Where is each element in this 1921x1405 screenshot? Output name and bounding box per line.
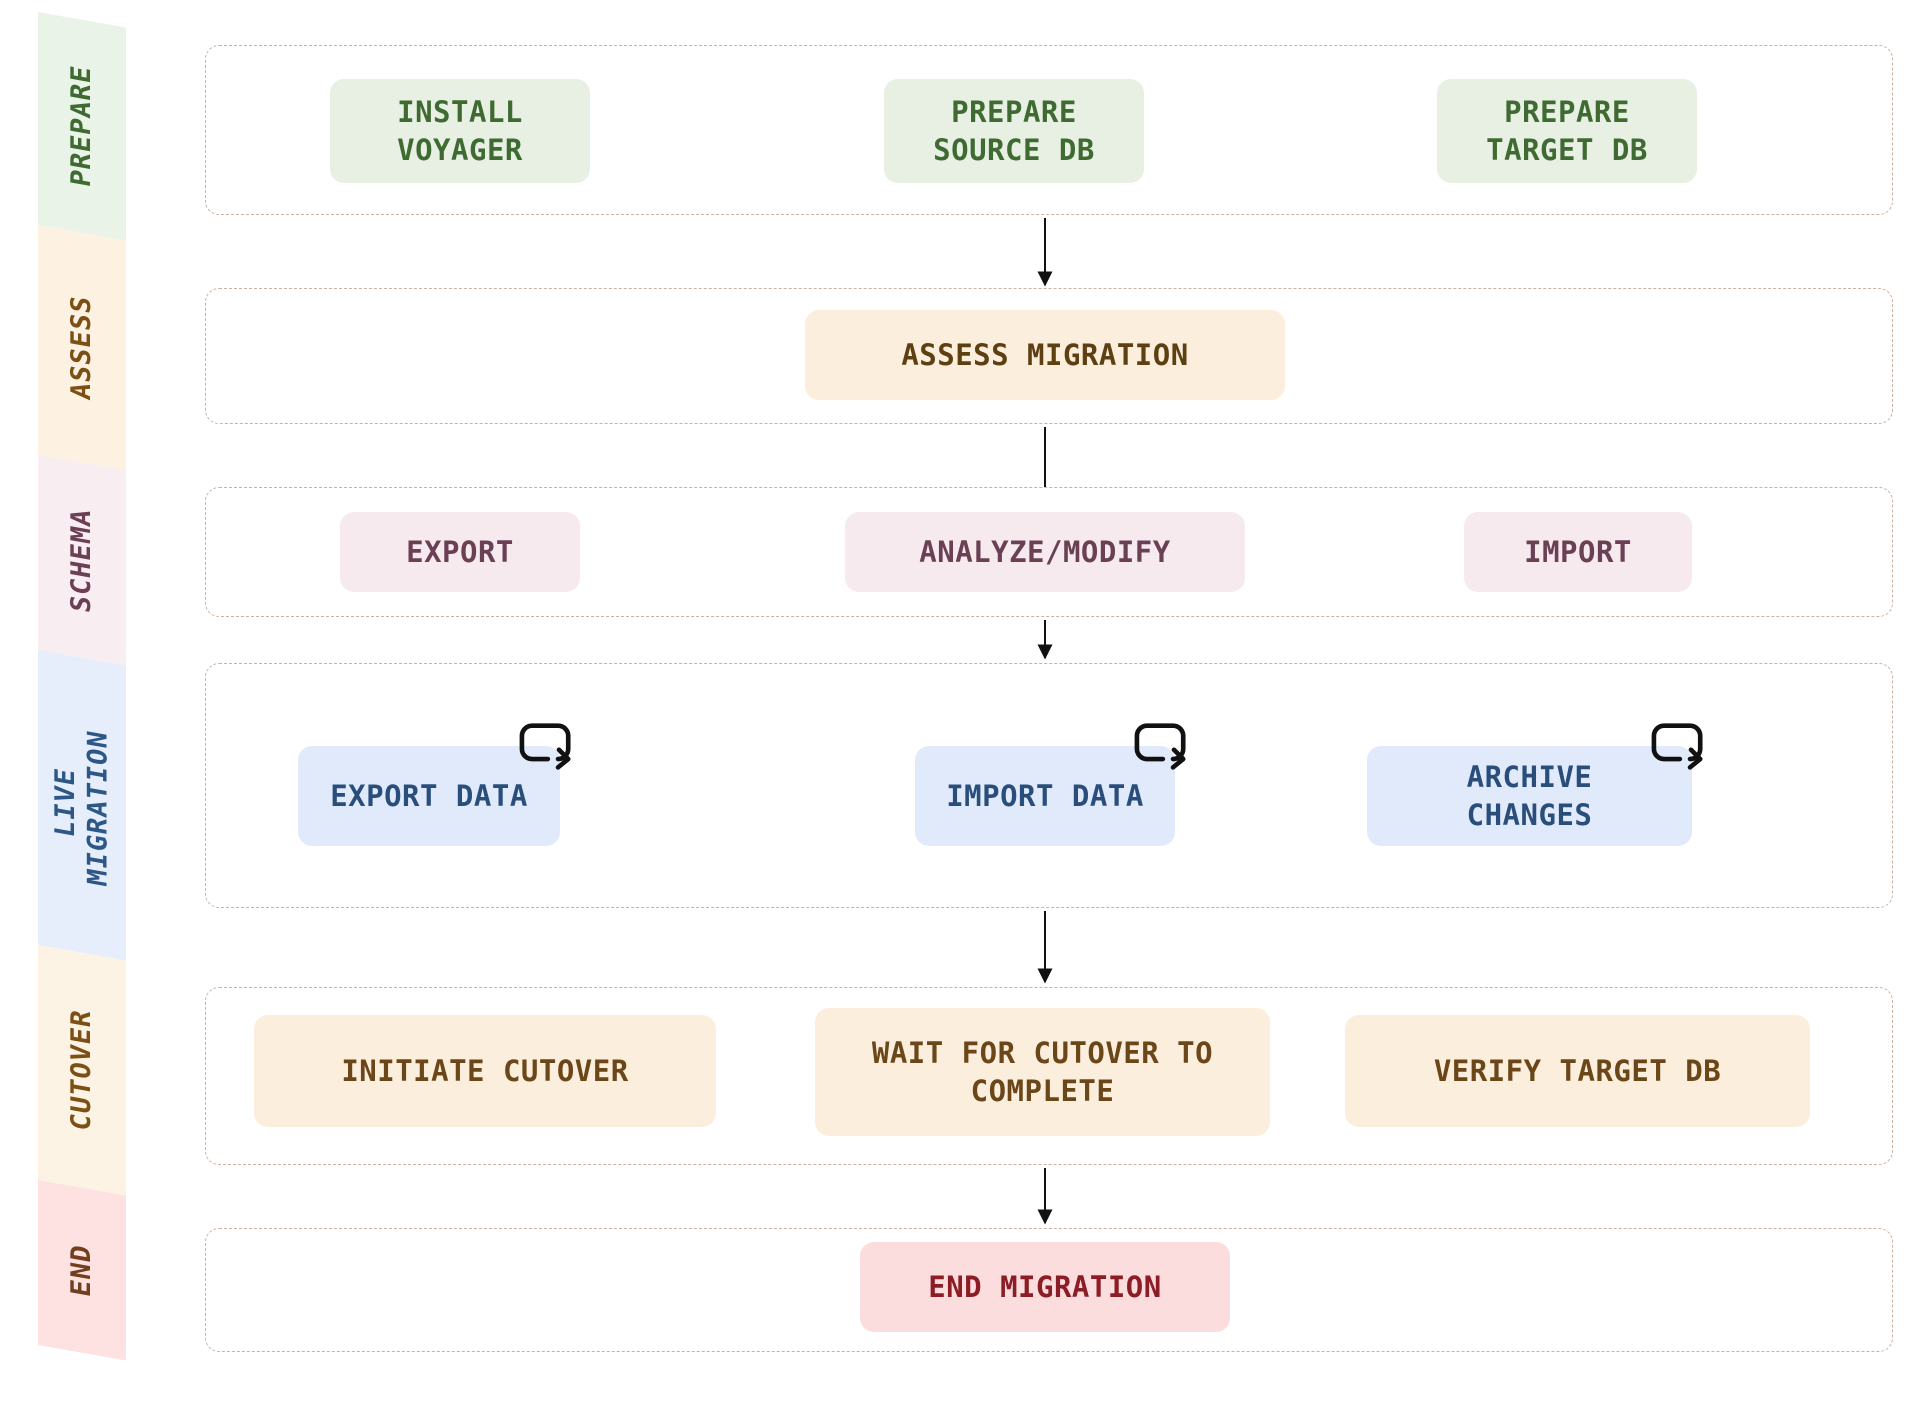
node-verify-target-db: VERIFY TARGET DB bbox=[1345, 1015, 1810, 1127]
node-prepare-target-db: PREPARE TARGET DB bbox=[1437, 79, 1697, 183]
phase-ribbon-label: END bbox=[65, 1241, 97, 1299]
phase-ribbon-label: PREPARE bbox=[65, 62, 97, 190]
node-import-schema: IMPORT bbox=[1464, 512, 1692, 592]
phase-ribbon-label: CUTOVER bbox=[65, 1006, 97, 1134]
node-export-schema: EXPORT bbox=[340, 512, 580, 592]
node-prepare-source-db: PREPARE SOURCE DB bbox=[884, 79, 1144, 183]
phase-ribbon-cutover: CUTOVER bbox=[38, 945, 126, 1196]
loop-icon bbox=[519, 723, 571, 770]
node-archive-changes: ARCHIVE CHANGES bbox=[1367, 723, 1703, 846]
phase-ribbon-label: SCHEMA bbox=[65, 505, 97, 615]
node-wait-for-cutover: WAIT FOR CUTOVER TO COMPLETE bbox=[815, 1008, 1270, 1136]
node-import-data: IMPORT DATA bbox=[915, 723, 1186, 846]
node-label: ARCHIVE CHANGES bbox=[1466, 759, 1593, 832]
phase-ribbon-label: LIVE MIGRATION bbox=[49, 727, 113, 889]
phase-ribbon-live-migration: LIVE MIGRATION bbox=[38, 650, 126, 961]
node-install-voyager: INSTALL VOYAGER bbox=[330, 79, 590, 183]
loop-icon bbox=[1134, 723, 1186, 770]
node-end-migration: END MIGRATION bbox=[860, 1242, 1230, 1332]
node-initiate-cutover: INITIATE CUTOVER bbox=[254, 1015, 716, 1127]
node-analyze-modify-schema: ANALYZE/MODIFY bbox=[845, 512, 1245, 592]
phase-ribbon-label: ASSESS bbox=[65, 293, 97, 403]
phase-ribbon-prepare: PREPARE bbox=[38, 12, 126, 241]
loop-icon bbox=[1651, 723, 1703, 770]
phase-ribbon-schema: SCHEMA bbox=[38, 455, 126, 666]
node-export-data: EXPORT DATA bbox=[298, 723, 571, 846]
phase-ribbon-end: END bbox=[38, 1180, 126, 1361]
node-label: EXPORT DATA bbox=[330, 778, 528, 813]
node-label: IMPORT DATA bbox=[946, 778, 1144, 813]
phase-ribbon-assess: ASSESS bbox=[38, 225, 126, 471]
node-assess-migration: ASSESS MIGRATION bbox=[805, 310, 1285, 400]
